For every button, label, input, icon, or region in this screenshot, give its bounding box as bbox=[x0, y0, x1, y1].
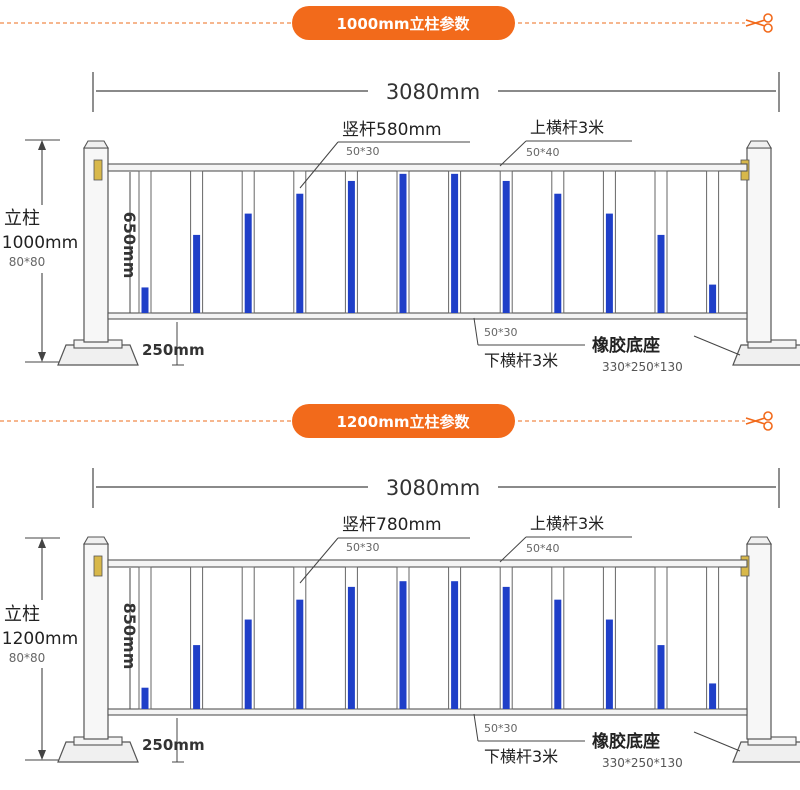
top-rail-leader-line bbox=[499, 536, 527, 563]
picket-label: 竖杆780mm bbox=[342, 515, 442, 535]
post-height-label: 1200mm bbox=[2, 629, 78, 649]
picket-blue-fill bbox=[399, 173, 407, 313]
picket-blue-fill bbox=[554, 599, 562, 709]
picket-blue-fill bbox=[605, 619, 613, 709]
top-rail bbox=[107, 559, 748, 568]
bottom-rail-label: 下横杆3米 bbox=[484, 351, 558, 370]
left-post bbox=[57, 536, 139, 763]
picket-blue-fill bbox=[554, 193, 562, 313]
bottom-rail-leader-line bbox=[473, 317, 479, 346]
top-rail-size-label: 50*40 bbox=[526, 542, 560, 555]
post-label-backdrop bbox=[0, 205, 88, 273]
picket-blue-fill bbox=[244, 213, 252, 313]
left-post bbox=[57, 140, 139, 366]
top-rail-label: 上横杆3米 bbox=[530, 118, 604, 137]
picket-blue-fill bbox=[451, 173, 459, 313]
top-rail-size-label: 50*40 bbox=[526, 146, 560, 159]
picket-group bbox=[138, 566, 720, 710]
picket-blue-fill bbox=[399, 581, 407, 709]
post-label: 立柱 bbox=[4, 604, 40, 625]
post-label-backdrop bbox=[0, 600, 88, 668]
picket-blue-fill bbox=[244, 619, 252, 709]
bottom-rail-leader-line bbox=[473, 713, 479, 742]
picket-group bbox=[138, 170, 720, 314]
picket-blue-fill bbox=[347, 180, 355, 313]
base-leader-line bbox=[693, 731, 741, 752]
picket-blue-fill bbox=[502, 180, 510, 313]
picket-blue-fill bbox=[502, 586, 510, 709]
bottom-rail bbox=[107, 708, 748, 716]
picket-blue-fill bbox=[296, 599, 304, 709]
post-size-label: 80*80 bbox=[9, 651, 46, 665]
base-label: 橡胶底座 bbox=[592, 335, 660, 356]
ground-gap-label: 250mm bbox=[142, 341, 205, 359]
picket-leader-line bbox=[299, 141, 339, 189]
base-label: 橡胶底座 bbox=[592, 731, 660, 752]
picket-size-label: 50*30 bbox=[346, 541, 380, 554]
section-banner bbox=[292, 404, 515, 438]
picket-blue-fill bbox=[193, 234, 201, 313]
bottom-rail-size-label: 50*30 bbox=[484, 326, 518, 339]
picket-blue-fill bbox=[141, 287, 149, 313]
section-1200: 1200mm立柱参数 3080mm 立柱 1200mm 80*80 850mm bbox=[0, 404, 800, 770]
scissors-icon bbox=[745, 13, 773, 33]
top-rail bbox=[107, 163, 748, 172]
section-banner-label: 1000mm立柱参数 bbox=[336, 15, 470, 33]
top-rail-label: 上横杆3米 bbox=[530, 514, 604, 533]
picket-blue-fill bbox=[141, 687, 149, 709]
picket-blue-fill bbox=[193, 645, 201, 709]
picket-blue-fill bbox=[296, 193, 304, 313]
post-label: 立柱 bbox=[4, 208, 40, 229]
base-leader-line bbox=[693, 335, 741, 356]
base-size-label: 330*250*130 bbox=[602, 756, 683, 770]
total-width-label: 3080mm bbox=[386, 80, 480, 104]
scissors-icon bbox=[745, 411, 773, 431]
picket-blue-fill bbox=[709, 284, 717, 313]
ground-gap-label: 250mm bbox=[142, 736, 205, 754]
picket-blue-fill bbox=[657, 645, 665, 709]
panel-height-label: 650mm bbox=[120, 212, 139, 279]
right-post bbox=[732, 140, 800, 366]
post-height-label: 1000mm bbox=[2, 233, 78, 253]
panel-height-label: 850mm bbox=[120, 603, 139, 670]
post-height-arrow-bottom bbox=[38, 750, 46, 760]
bottom-rail bbox=[107, 312, 748, 320]
section-banner-label: 1200mm立柱参数 bbox=[336, 413, 470, 431]
picket-blue-fill bbox=[657, 234, 665, 313]
post-height-arrow-top bbox=[38, 538, 46, 548]
picket-blue-fill bbox=[709, 683, 717, 709]
picket-blue-fill bbox=[605, 213, 613, 313]
picket-size-label: 50*30 bbox=[346, 145, 380, 158]
section-1000: 1000mm立柱参数 3080mm 立柱 1000mm 80*80 650mm bbox=[0, 6, 800, 374]
right-post bbox=[732, 536, 800, 763]
bottom-rail-label: 下横杆3米 bbox=[484, 747, 558, 766]
base-size-label: 330*250*130 bbox=[602, 360, 683, 374]
top-rail-leader-line bbox=[499, 140, 527, 167]
picket-label: 竖杆580mm bbox=[342, 120, 442, 140]
post-height-arrow-bottom bbox=[38, 352, 46, 362]
picket-blue-fill bbox=[347, 586, 355, 709]
picket-leader-line bbox=[299, 537, 339, 584]
section-banner bbox=[292, 6, 515, 40]
total-width-label: 3080mm bbox=[386, 476, 480, 500]
post-height-arrow-top bbox=[38, 140, 46, 150]
picket-blue-fill bbox=[451, 581, 459, 709]
bottom-rail-size-label: 50*30 bbox=[484, 722, 518, 735]
post-size-label: 80*80 bbox=[9, 255, 46, 269]
